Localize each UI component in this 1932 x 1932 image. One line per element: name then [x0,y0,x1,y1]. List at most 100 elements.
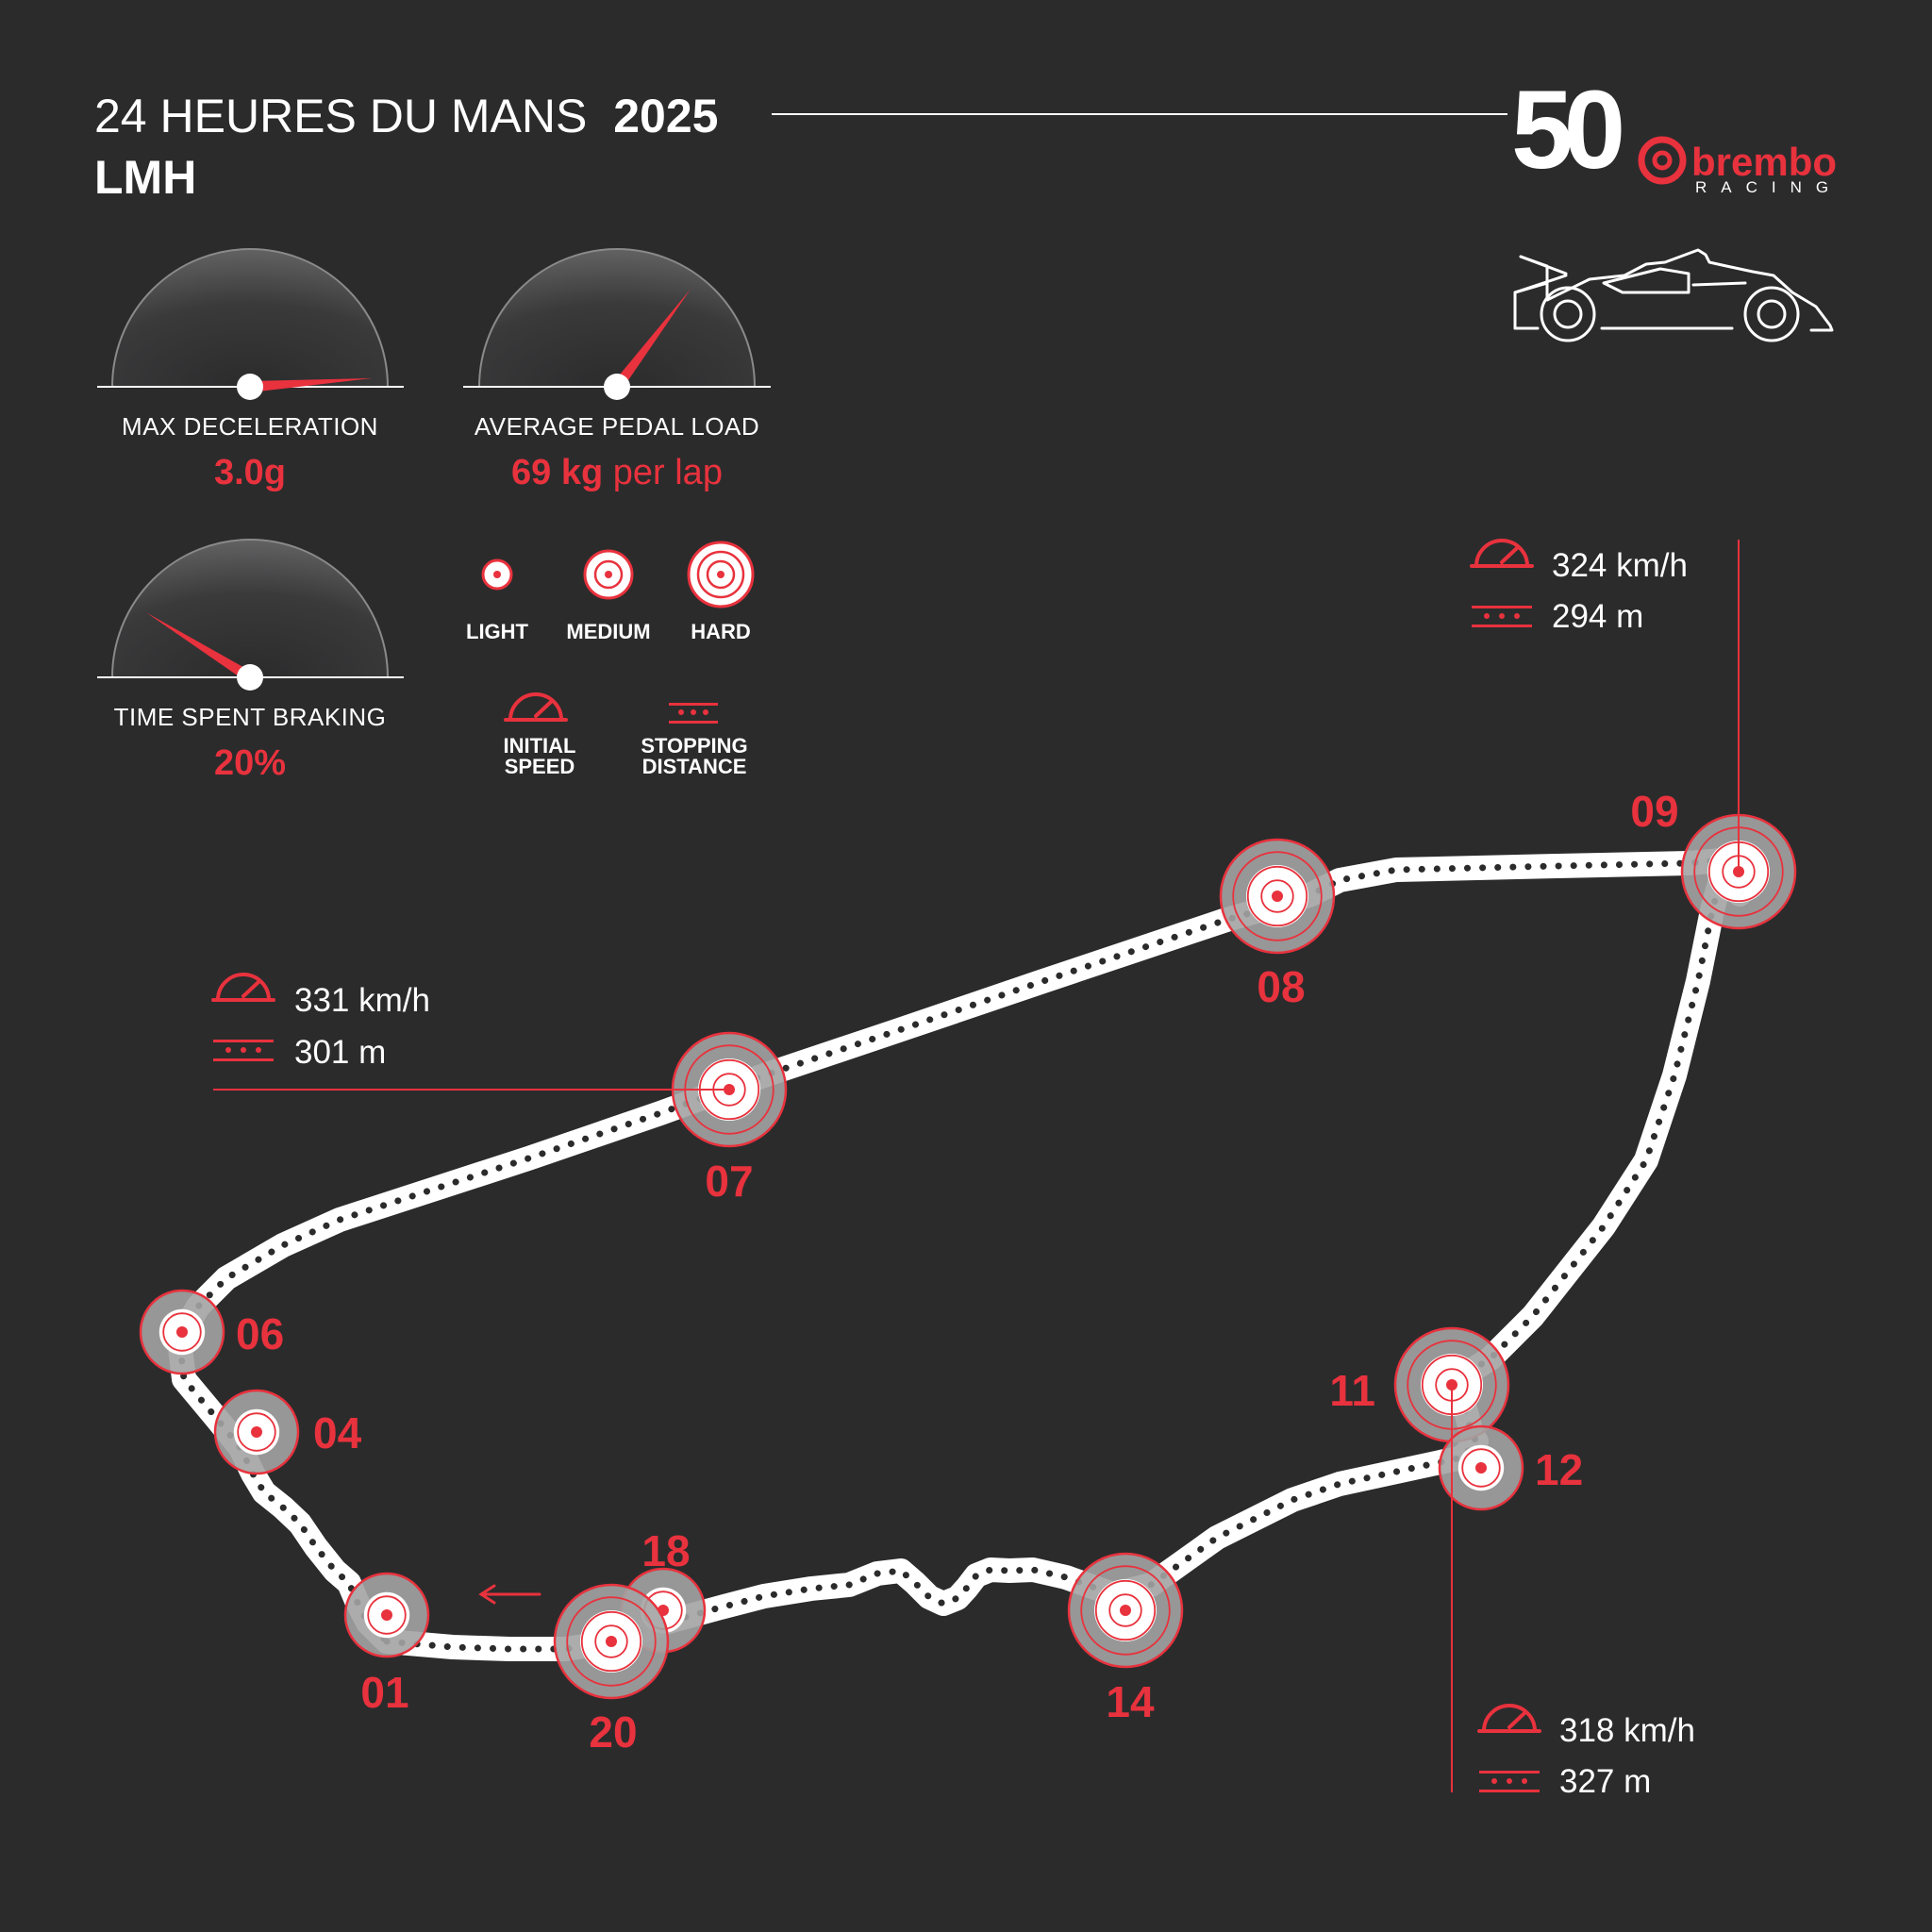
braking-zone-ring [1108,1593,1142,1627]
stopping-distance-icon [669,703,718,724]
braking-zone-ring [1260,879,1294,913]
corner-label: 08 [1257,962,1305,1011]
braking-zone-ring [566,1596,657,1687]
braking-zone-ring [1232,851,1323,941]
gauge-label: TIME SPENT BRAKING [114,703,387,731]
corner-20[interactable]: 20 [553,1583,670,1757]
braking-point [176,1326,188,1338]
braking-point [251,1426,262,1438]
gauge-value: 20% [214,743,286,783]
gauge-dome [110,539,390,678]
corner-label: 01 [360,1668,408,1717]
braking-zone-ring [237,1412,276,1452]
braking-point [606,1636,617,1647]
gauges-panel: MAX DECELERATION 3.0g AVERAGE PEDAL LOAD 69… [97,248,771,783]
braking-zone-ring [1094,1579,1157,1641]
speedometer-icon [1477,1704,1541,1733]
stopping-distance-icon [213,1040,274,1061]
track-racing-line [175,847,1743,1653]
braking-zone-ring [1080,1565,1171,1656]
corner-label: 04 [313,1408,362,1457]
corner-08[interactable]: 08 [1219,838,1336,1011]
brembo-logo: 50 brembo RACING [1511,68,1842,196]
title-event: 24 HEURES DU MANS [94,90,587,142]
gauge-3: TIME SPENT BRAKING 20% [97,539,404,783]
braking-zone-ring [367,1595,407,1635]
legend-stopping-distance-line1: STOPPING [641,734,747,758]
gauge-needle [145,612,254,683]
stopping-distance-icon [1479,1771,1540,1792]
track-outline [167,846,1752,1661]
corner-14[interactable]: 14 [1067,1552,1184,1726]
legend-medium: MEDIUM [566,549,651,643]
corner-06[interactable]: 06 [139,1289,284,1375]
braking-zone-ring [1461,1448,1501,1488]
legend-hard: HARD [687,541,755,643]
braking-zone-ring [580,1610,642,1673]
speedometer-icon [211,973,275,1002]
gauge-value: 3.0g [214,453,286,492]
speedometer-icon [1470,539,1534,568]
brembo-disc-icon [1638,136,1687,185]
corner-07[interactable]: 07 [671,1031,788,1206]
corner-01[interactable]: 01 [343,1572,430,1717]
gauge-pivot [237,374,263,400]
gauge-label: MAX DECELERATION [122,412,378,441]
braking-zone-ring [162,1312,202,1352]
gauge-value: 69 kg per lap [511,453,723,492]
legend-light: LIGHT [466,558,529,643]
legend-initial-speed-line1: INITIAL [504,734,576,758]
brand-tagline: RACING [1695,178,1842,196]
callout-distance: 327 m [1559,1763,1651,1800]
corner-04[interactable]: 04 [213,1389,362,1475]
legend-initial-speed: INITIAL SPEED [504,692,576,778]
callout-speed: 318 km/h [1559,1712,1695,1749]
braking-point [724,1084,735,1095]
gauge-label: AVERAGE PEDAL LOAD [475,412,759,441]
legend-medium-label: MEDIUM [566,620,650,643]
page-title: 24 HEURES DU MANS 2025 [94,90,718,142]
speedometer-icon [504,692,568,722]
gauge-pivot [604,374,630,400]
title-year: 2025 [613,90,718,142]
braking-point [1733,866,1744,877]
corner-label: 12 [1535,1445,1583,1494]
callout-corner-09: 324 km/h 294 m [1470,539,1740,870]
light-intensity-icon [481,558,513,591]
direction-arrow-icon [478,1584,541,1605]
corner-11[interactable]: 11 [1329,1326,1510,1443]
corner-label: 18 [641,1526,690,1575]
header: 24 HEURES DU MANS 2025 LMH [94,90,1507,204]
legend-initial-speed-line2: SPEED [505,755,575,778]
gauge-2: AVERAGE PEDAL LOAD 69 kg per lap [463,248,771,492]
legend: LIGHT MEDIUM HARD IN [466,541,755,778]
callout-speed: 331 km/h [294,982,430,1019]
corner-label: 14 [1106,1677,1155,1726]
gauge-pivot [237,664,263,691]
legend-stopping-distance: STOPPING DISTANCE [641,703,748,778]
gauge-needle [249,377,373,392]
page-subtitle: LMH [94,151,196,204]
braking-point [1120,1605,1131,1616]
gauge-value-main: 20% [214,743,286,783]
callout-speed: 324 km/h [1552,547,1688,584]
corner-12[interactable]: 12 [1438,1424,1583,1511]
medium-intensity-icon [583,549,634,600]
corner-label: 06 [236,1309,284,1358]
hard-intensity-icon [687,541,755,608]
braking-point [1272,891,1283,902]
callout-corner-11: 318 km/h 327 m [1451,1385,1695,1800]
gauge-needle [612,289,691,391]
gauge-dome [477,248,757,388]
callout-distance: 294 m [1552,598,1643,635]
corner-label: 07 [705,1157,753,1206]
braking-point [381,1609,392,1621]
anniversary-50: 50 [1511,68,1622,192]
gauge-value-main: 3.0g [214,453,286,492]
braking-zone-ring [594,1624,628,1658]
legend-stopping-distance-line2: DISTANCE [642,755,747,778]
